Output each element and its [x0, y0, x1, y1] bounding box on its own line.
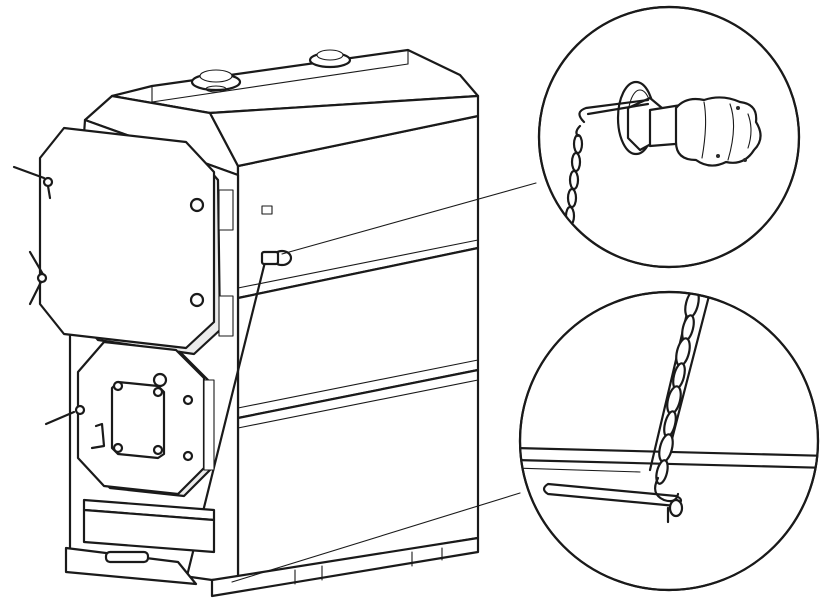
leader-line-top [281, 182, 537, 255]
lower-hinge [203, 379, 215, 471]
upper-door [38, 126, 234, 356]
upper-hinge-top [218, 189, 234, 231]
side-plate [261, 205, 273, 215]
lower-door [76, 340, 215, 498]
upper-door-handle-top [12, 165, 54, 200]
drawer-handle [104, 550, 150, 564]
seam-3 [237, 379, 479, 429]
pipe-flange-right [308, 49, 352, 69]
leader-line-bottom [231, 492, 521, 583]
detail-circle-knob [537, 5, 801, 269]
lower-door-handle [44, 404, 106, 450]
side-knob [260, 249, 293, 267]
top-ridge [151, 63, 409, 103]
ash-drawer [64, 498, 216, 586]
seam-1 [237, 239, 479, 289]
upper-hinge-bottom [218, 295, 234, 337]
upper-right-bevel [208, 94, 480, 168]
upper-door-handle-bottom [28, 250, 48, 306]
seam-2 [237, 359, 479, 409]
pipe-flange-left [190, 69, 242, 93]
detail-bottom-chain [655, 292, 700, 485]
detail-circle-drawer-hook [518, 290, 820, 592]
